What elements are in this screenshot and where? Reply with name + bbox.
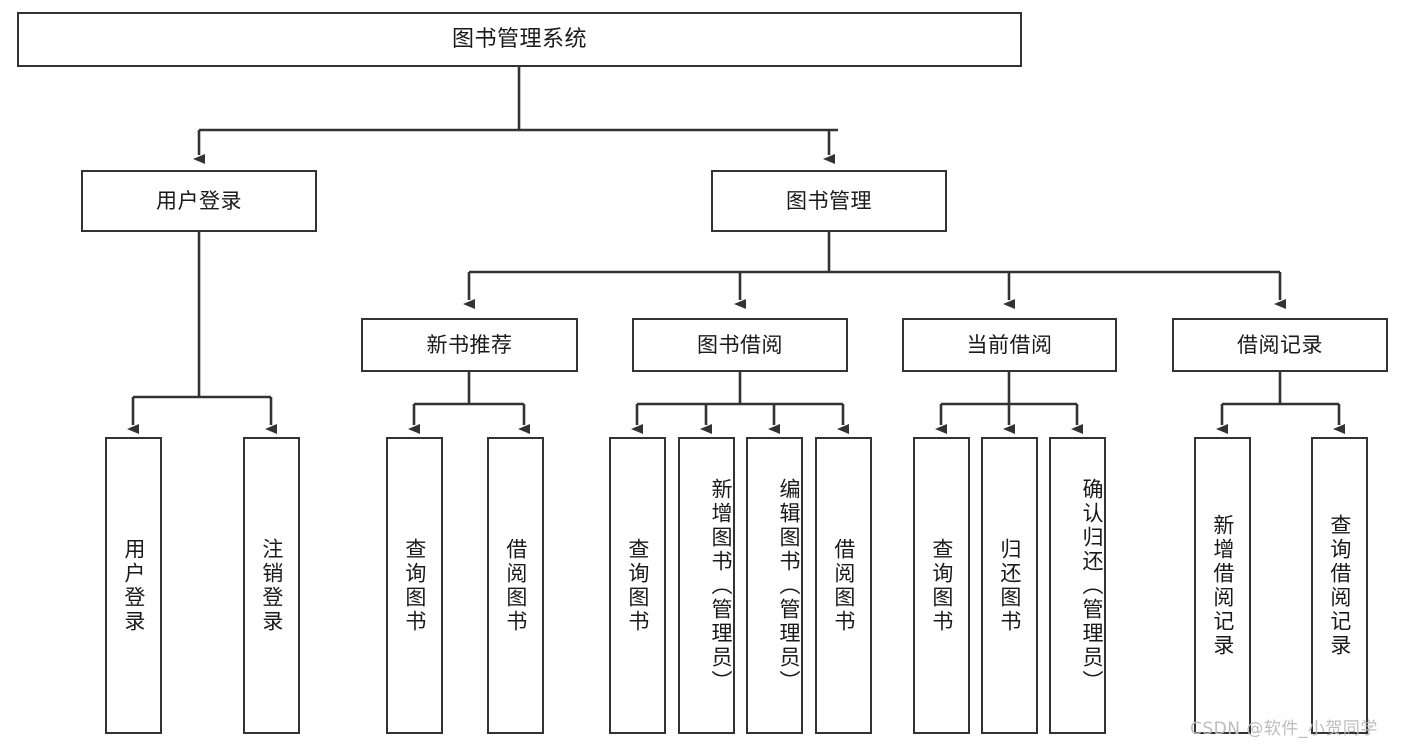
node-label: 归还图书 xyxy=(997,537,1022,634)
leaf-user-login[interactable]: 用户登录 xyxy=(105,437,162,734)
node-root-system[interactable]: 图书管理系统 xyxy=(17,12,1022,67)
leaf-current-confirm-return-admin[interactable]: 确认归还（管理员） xyxy=(1049,437,1106,734)
node-label: 新增图书（管理员） xyxy=(709,477,733,694)
node-label: 确认归还（管理员） xyxy=(1080,477,1104,694)
node-label: 新增借阅记录 xyxy=(1210,513,1235,658)
leaf-user-logout[interactable]: 注销登录 xyxy=(243,437,300,734)
leaf-newbook-query-book[interactable]: 查询图书 xyxy=(386,437,443,734)
leaf-borrow-add-book-admin[interactable]: 新增图书（管理员） xyxy=(678,437,735,734)
node-label: 查询借阅记录 xyxy=(1327,513,1352,658)
node-label: 当前借阅 xyxy=(966,332,1053,357)
leaf-records-query-record[interactable]: 查询借阅记录 xyxy=(1311,437,1368,734)
leaf-current-return-book[interactable]: 归还图书 xyxy=(981,437,1038,734)
node-current-borrow[interactable]: 当前借阅 xyxy=(902,318,1117,372)
node-label: 图书管理 xyxy=(786,188,872,213)
node-label: 借阅图书 xyxy=(503,537,528,634)
leaf-borrow-borrow-book[interactable]: 借阅图书 xyxy=(815,437,872,734)
node-label: 用户登录 xyxy=(156,188,242,213)
node-user-login[interactable]: 用户登录 xyxy=(81,170,317,232)
node-label: 查询图书 xyxy=(402,537,427,634)
node-label: 新书推荐 xyxy=(426,332,513,357)
node-label: 查询图书 xyxy=(625,537,650,634)
leaf-borrow-edit-book-admin[interactable]: 编辑图书（管理员） xyxy=(746,437,803,734)
node-borrow-records[interactable]: 借阅记录 xyxy=(1172,318,1388,372)
node-label: 编辑图书（管理员） xyxy=(777,477,801,694)
leaf-newbook-borrow-book[interactable]: 借阅图书 xyxy=(487,437,544,734)
leaf-borrow-query-book[interactable]: 查询图书 xyxy=(609,437,666,734)
node-book-borrow[interactable]: 图书借阅 xyxy=(632,318,848,372)
leaf-current-query-book[interactable]: 查询图书 xyxy=(913,437,970,734)
node-label: 注销登录 xyxy=(259,537,284,634)
node-label: 图书管理系统 xyxy=(451,26,587,52)
leaf-records-add-record[interactable]: 新增借阅记录 xyxy=(1194,437,1251,734)
node-label: 用户登录 xyxy=(121,537,146,634)
node-label: 借阅记录 xyxy=(1237,332,1323,357)
node-label: 图书借阅 xyxy=(697,332,783,357)
node-label: 查询图书 xyxy=(929,537,954,634)
node-label: 借阅图书 xyxy=(831,537,856,634)
node-new-book-recommend[interactable]: 新书推荐 xyxy=(361,318,578,372)
node-book-management[interactable]: 图书管理 xyxy=(711,170,947,232)
